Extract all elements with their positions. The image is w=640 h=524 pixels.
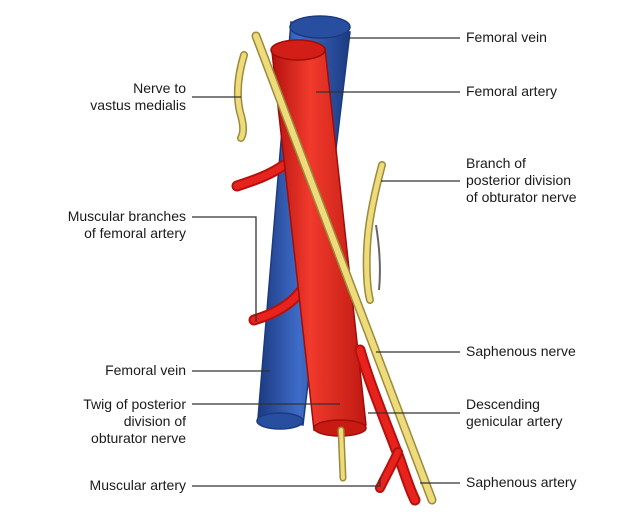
label-femoral-artery: Femoral artery [466,83,557,100]
label-muscular-branches: Muscular branches of femoral artery [68,208,186,242]
label-branch-posterior-division: Branch of posterior division of obturato… [466,155,577,206]
femoral-vein-bottom-end [257,413,303,429]
muscular-artery [380,452,398,488]
femoral-artery-top-opening [271,40,325,60]
label-femoral-vein-bottom: Femoral vein [105,362,186,379]
label-femoral-vein-top: Femoral vein [466,29,547,46]
label-nerve-to-vastus-medialis: Nerve to vastus medialis [90,80,186,114]
label-saphenous-nerve: Saphenous nerve [466,343,576,360]
obturator-nerve-twig [341,430,343,478]
label-muscular-artery: Muscular artery [90,477,186,494]
femoral-vein-top-opening [290,16,350,38]
leader-muscular-artery [192,478,380,486]
label-descending-genicular-artery: Descending genicular artery [466,396,563,430]
leader-muscular-branches [192,217,256,322]
label-saphenous-artery: Saphenous artery [466,474,577,491]
obturator-nerve-branch [367,165,382,300]
label-twig-posterior-division: Twig of posterior division of obturator … [83,396,186,447]
